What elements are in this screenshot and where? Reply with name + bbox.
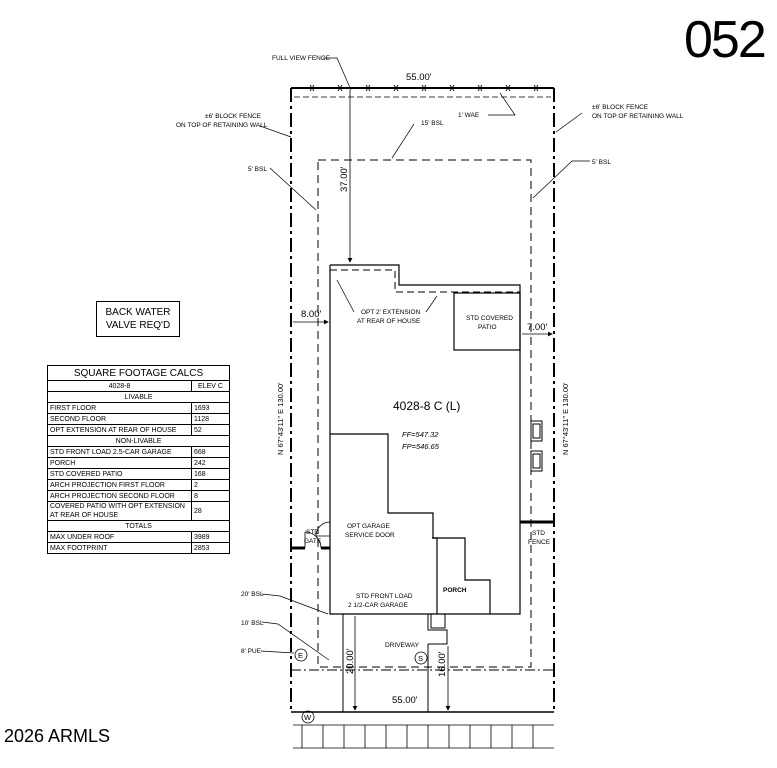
sidewalk: [293, 724, 554, 749]
rear-setback-dimension: 37.00': [339, 166, 350, 192]
sqft-row-label: MAX FOOTPRINT: [47, 542, 192, 554]
ac-units: [530, 420, 543, 472]
right-setback-dimension: 7.00': [527, 322, 547, 333]
plan-name: 4028-8 C (L): [393, 399, 460, 413]
marker-s-label: S: [418, 654, 423, 663]
driveway-label: DRIVEWAY: [385, 642, 420, 649]
driveway: [342, 614, 429, 712]
garage-label: STD FRONT LOAD: [356, 593, 413, 600]
sqft-row-value: 2: [191, 479, 230, 491]
marker-w-label: W: [304, 713, 312, 722]
finished-floor-elevation: FF=547.32: [402, 430, 439, 439]
std-gate-label: GATE: [304, 538, 322, 545]
backwater-note-line: VALVE REQ'D: [105, 320, 171, 331]
sqft-row-value: 2853: [191, 542, 230, 554]
opt-extension-label: OPT 2' EXTENSION: [361, 309, 421, 316]
bsl-10-label: 10' BSL: [241, 620, 264, 627]
copyright-watermark: 2026 ARMLS: [4, 726, 111, 746]
lot-number: 052: [684, 11, 767, 69]
full-view-fence-label: FULL VIEW FENCE: [272, 55, 331, 62]
porch-label: PORCH: [443, 587, 467, 594]
finished-pad-elevation: FP=546.65: [402, 442, 440, 451]
sqft-table-row: COVERED PATIO WITH OPT EXTENSION AT REAR…: [47, 501, 230, 521]
block-fence-right-label: ±6' BLOCK FENCE: [592, 104, 649, 111]
block-fence-right-label: ON TOP OF RETAINING WALL: [592, 113, 684, 120]
dimension-lines: [293, 90, 553, 711]
opt-extension-outline: [330, 269, 520, 293]
right-side-bearing: N 67°43'11" E 130.00': [561, 382, 570, 455]
block-fence-left-label: ±6' BLOCK FENCE: [205, 113, 262, 120]
driveway-left-dimension: 20.00': [345, 648, 356, 674]
opt-garage-door-label: SERVICE DOOR: [345, 532, 395, 539]
opt-extension-label: AT REAR OF HOUSE: [357, 318, 421, 325]
covered-patio-label: PATIO: [478, 324, 497, 331]
utility-markers: [294, 648, 428, 724]
bsl-5-left-label: 5' BSL: [248, 166, 267, 173]
gate-swing-icon: [304, 531, 322, 549]
porch-steps: [427, 613, 448, 645]
sqft-row-value: 1128: [191, 413, 230, 425]
garage-label: 2 1/2-CAR GARAGE: [348, 602, 409, 609]
bsl-5-right-label: 5' BSL: [592, 159, 611, 166]
backwater-valve-note: BACK WATER VALVE REQ'D: [96, 301, 180, 337]
block-fence-left-label: ON TOP OF RETAINING WALL: [176, 122, 268, 129]
leader-lines: [259, 57, 590, 661]
left-side-bearing: N 67°43'11" E 130.00': [276, 382, 285, 455]
rear-width-dimension: 55.00': [406, 72, 432, 83]
bsl-20-label: 20' BSL: [241, 591, 264, 598]
std-gate-label: STD: [306, 529, 319, 536]
std-fence-label: FENCE: [528, 539, 551, 546]
marker-e-label: E: [298, 651, 303, 660]
covered-patio-label: STD COVERED: [466, 315, 513, 322]
full-view-fence-marks: [309, 84, 539, 92]
side-fences: [291, 520, 554, 550]
house-footprint: [329, 264, 521, 615]
garage-service-door-icon: [315, 521, 331, 537]
front-width-dimension: 55.00': [392, 695, 418, 706]
left-setback-dimension: 8.00': [301, 309, 321, 320]
building-setback-line: [317, 159, 532, 668]
backwater-note-line: BACK WATER: [105, 307, 171, 318]
driveway-right-dimension: 16.00': [437, 651, 448, 677]
opt-garage-door-label: OPT GARAGE: [347, 523, 391, 530]
bsl-15-label: 15' BSL: [421, 120, 444, 127]
pue-8-label: 8' PUE: [241, 648, 262, 655]
wae-label: 1' WAE: [458, 112, 480, 119]
property-boundary: [290, 88, 555, 712]
std-fence-label: STD: [532, 530, 545, 537]
